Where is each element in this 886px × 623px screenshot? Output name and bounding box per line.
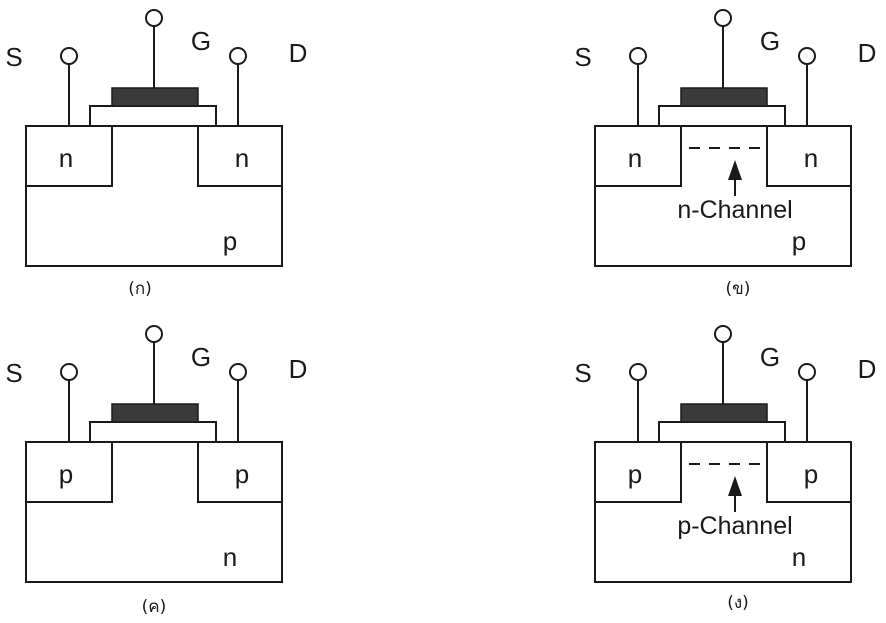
channel-arrow-head <box>728 476 742 496</box>
diagram-caption: (ง) <box>727 593 749 613</box>
right-region-label: p <box>235 459 249 489</box>
source-terminal <box>60 363 78 381</box>
drain-label: D <box>858 354 877 384</box>
left-region-label: p <box>59 459 73 489</box>
channel-label: p-Channel <box>677 512 792 540</box>
substrate-label: n <box>223 542 237 572</box>
mosfet-diagram-1: S G Dn n p <box>5 9 308 267</box>
gate-metal <box>680 403 768 423</box>
drain-terminal <box>229 47 247 65</box>
drain-terminal <box>798 47 816 65</box>
source-label: S <box>574 42 591 72</box>
source-terminal <box>629 363 647 381</box>
left-region-label: n <box>59 143 73 173</box>
channel-arrow-head <box>728 160 742 180</box>
gate-terminal <box>714 325 732 343</box>
drain-label: D <box>858 38 877 68</box>
right-region-label: n <box>804 143 818 173</box>
diagram-caption: (ก) <box>128 279 152 299</box>
source-terminal <box>629 47 647 65</box>
source-label: S <box>574 358 591 388</box>
right-region-label: n <box>235 143 249 173</box>
oxide-layer <box>658 105 786 127</box>
diagram-caption: (ข) <box>726 279 751 299</box>
right-region-label: p <box>804 459 818 489</box>
gate-label: G <box>191 26 211 56</box>
gate-metal <box>111 87 199 107</box>
oxide-layer <box>658 421 786 443</box>
drain-region <box>197 125 283 187</box>
gate-label: G <box>760 342 780 372</box>
mosfet-diagram-4: S G Dp p np-Channel <box>574 325 877 583</box>
oxide-layer <box>89 421 217 443</box>
gate-label: G <box>760 26 780 56</box>
gate-terminal <box>145 9 163 27</box>
drain-region <box>197 441 283 503</box>
gate-metal <box>111 403 199 423</box>
gate-label: G <box>191 342 211 372</box>
substrate-label: n <box>792 542 806 572</box>
drain-label: D <box>289 354 308 384</box>
source-label: S <box>5 358 22 388</box>
source-label: S <box>5 42 22 72</box>
gate-terminal <box>714 9 732 27</box>
diagram-caption: (ค) <box>142 597 167 617</box>
source-terminal <box>60 47 78 65</box>
drain-terminal <box>798 363 816 381</box>
drain-region <box>766 125 852 187</box>
drain-terminal <box>229 363 247 381</box>
substrate-label: p <box>792 226 806 256</box>
gate-terminal <box>145 325 163 343</box>
channel-label: n-Channel <box>677 196 792 224</box>
gate-metal <box>680 87 768 107</box>
left-region-label: n <box>628 143 642 173</box>
mosfet-diagram-2: S G Dn n pn-Channel <box>574 9 877 267</box>
left-region-label: p <box>628 459 642 489</box>
drain-region <box>766 441 852 503</box>
mosfet-diagram-3: S G Dp p n <box>5 325 308 583</box>
oxide-layer <box>89 105 217 127</box>
substrate-label: p <box>223 226 237 256</box>
substrate-body <box>594 441 852 583</box>
drain-label: D <box>289 38 308 68</box>
substrate-body <box>25 125 283 267</box>
